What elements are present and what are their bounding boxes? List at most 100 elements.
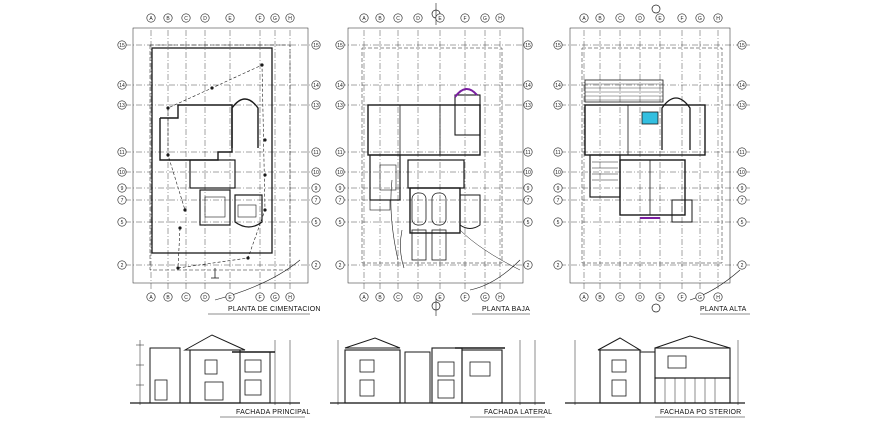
grid-bubble-right-label: 9 bbox=[315, 186, 318, 192]
grid-bubble-bottom bbox=[435, 292, 445, 302]
grid-bubble-right-label: 7 bbox=[315, 198, 318, 204]
grid-bubble-left bbox=[117, 260, 127, 270]
grid-bubble-right bbox=[311, 167, 321, 177]
grid-bubble-left bbox=[335, 100, 345, 110]
grid-bubble-top-label: A bbox=[362, 16, 366, 22]
grid-bubble-left-label: 14 bbox=[555, 83, 561, 89]
grid-bubble-right bbox=[311, 195, 321, 205]
grid-bubble-top bbox=[635, 13, 645, 23]
grid-bubble-left-label: 14 bbox=[119, 83, 125, 89]
side-elevation bbox=[330, 337, 545, 418]
grid-bubble-bottom-label: D bbox=[416, 295, 420, 301]
grid-bubble-top bbox=[285, 13, 295, 23]
grid-bubble-top-label: F bbox=[680, 16, 683, 22]
grid-bubble-left-label: 2 bbox=[557, 263, 560, 269]
grid-bubble-top bbox=[393, 13, 403, 23]
grid-bubble-right-label: 10 bbox=[739, 170, 745, 176]
grid-bubble-top-label: C bbox=[184, 16, 188, 22]
grid-bubble-left-label: 5 bbox=[339, 220, 342, 226]
grid-bubble-left-label: 13 bbox=[337, 103, 343, 109]
grid-bubble-left-label: 10 bbox=[119, 170, 125, 176]
grid-bubble-left-label: 10 bbox=[555, 170, 561, 176]
grid-bubble-left bbox=[553, 167, 563, 177]
grid-bubble-left-label: 11 bbox=[337, 150, 342, 156]
grid-bubble-top bbox=[163, 13, 173, 23]
grid-bubble-bottom bbox=[579, 292, 589, 302]
grid-bubble-bottom-label: H bbox=[716, 295, 720, 301]
grid-bubble-bottom-label: B bbox=[598, 295, 602, 301]
grid-bubble-left bbox=[117, 195, 127, 205]
grid-bubble-right bbox=[737, 260, 747, 270]
grid-bubble-bottom bbox=[200, 292, 210, 302]
grid-bubble-top-label: H bbox=[288, 16, 292, 22]
grid-bubble-left-label: 11 bbox=[119, 150, 124, 156]
grid-bubble-left-label: 13 bbox=[119, 103, 125, 109]
grid-bubble-top-label: G bbox=[483, 16, 487, 22]
grid-bubble-top bbox=[146, 13, 156, 23]
grid-bubble-top bbox=[255, 13, 265, 23]
grid-bubble-bottom-label: H bbox=[288, 295, 292, 301]
grid-bubble-top bbox=[225, 13, 235, 23]
grid-bubble-bottom bbox=[460, 292, 470, 302]
grid-bubble-top bbox=[359, 13, 369, 23]
grid-bubble-bottom-label: C bbox=[184, 295, 188, 301]
grid-bubble-left-label: 9 bbox=[339, 186, 342, 192]
grid-bubble-right bbox=[737, 40, 747, 50]
grid-bubble-left-label: 7 bbox=[339, 198, 342, 204]
grid-bubble-top bbox=[595, 13, 605, 23]
grid-bubble-bottom-label: E bbox=[438, 295, 442, 301]
grid-bubble-top bbox=[200, 13, 210, 23]
grid-bubble-left-label: 9 bbox=[557, 186, 560, 192]
grid-bubble-right bbox=[737, 100, 747, 110]
grid-bubble-right-label: 13 bbox=[313, 103, 319, 109]
grid-bubble-top bbox=[435, 13, 445, 23]
grid-bubble-left bbox=[553, 217, 563, 227]
grid-bubble-top bbox=[615, 13, 625, 23]
grid-bubble-bottom-label: G bbox=[698, 295, 702, 301]
grid-bubble-bottom bbox=[615, 292, 625, 302]
grid-bubble-left bbox=[553, 147, 563, 157]
grid-bubble-top bbox=[270, 13, 280, 23]
grid-bubble-right-label: 10 bbox=[313, 170, 319, 176]
grid-bubble-left-label: 2 bbox=[339, 263, 342, 269]
grid-bubble-left bbox=[335, 167, 345, 177]
grid-bubble-left bbox=[117, 147, 127, 157]
grid-bubble-right bbox=[737, 147, 747, 157]
grid-bubble-right bbox=[523, 195, 533, 205]
grid-bubble-bottom-label: F bbox=[463, 295, 466, 301]
foundation-plan bbox=[125, 27, 310, 315]
grid-bubble-right-label: 11 bbox=[525, 150, 530, 156]
grid-bubble-top bbox=[695, 13, 705, 23]
grid-bubble-top-label: E bbox=[228, 16, 232, 22]
grid-bubble-bottom-label: F bbox=[258, 295, 261, 301]
grid-bubble-bottom-label: G bbox=[273, 295, 277, 301]
grid-bubble-bottom-label: A bbox=[149, 295, 153, 301]
grid-bubble-right bbox=[523, 40, 533, 50]
side-elevation-title: FACHADA LATERAL bbox=[484, 409, 553, 416]
grid-bubble-top bbox=[460, 13, 470, 23]
grid-bubble-left bbox=[335, 217, 345, 227]
grid-bubble-left bbox=[335, 183, 345, 193]
grid-bubble-bottom bbox=[635, 292, 645, 302]
grid-bubble-left-label: 15 bbox=[555, 43, 561, 49]
grid-bubble-left bbox=[335, 80, 345, 90]
grid-bubble-top-label: F bbox=[258, 16, 261, 22]
grid-bubble-left bbox=[335, 195, 345, 205]
grid-bubble-bottom-label: A bbox=[582, 295, 586, 301]
grid-bubble-right bbox=[311, 260, 321, 270]
grid-bubble-right bbox=[737, 80, 747, 90]
grid-bubble-right-label: 15 bbox=[525, 43, 531, 49]
grid-bubble-right bbox=[737, 183, 747, 193]
grid-bubble-right bbox=[311, 147, 321, 157]
grid-bubble-top bbox=[480, 13, 490, 23]
upper-floor-plan bbox=[560, 4, 750, 315]
grid-bubble-bottom bbox=[146, 292, 156, 302]
grid-bubble-top bbox=[655, 13, 665, 23]
grid-bubble-left-label: 5 bbox=[557, 220, 560, 226]
grid-bubble-bottom-label: A bbox=[362, 295, 366, 301]
grid-bubble-bottom bbox=[695, 292, 705, 302]
grid-bubble-right bbox=[523, 147, 533, 157]
grid-bubble-left-label: 7 bbox=[121, 198, 124, 204]
grid-bubble-bottom-label: E bbox=[658, 295, 662, 301]
